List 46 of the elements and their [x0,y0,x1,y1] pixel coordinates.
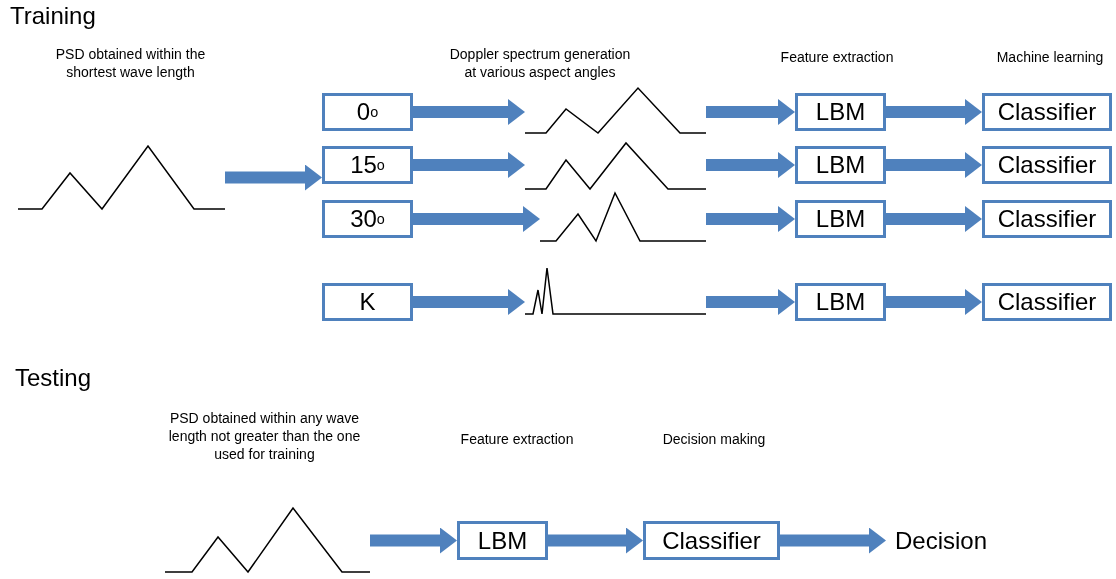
process-box: Classifier [982,200,1112,238]
arrow [370,527,457,554]
process-box: 15$^{o}$ [322,146,413,184]
spectrum-curve [525,268,706,314]
arrow [706,152,795,178]
arrow [548,527,643,554]
column-heading: Feature extraction [459,430,575,448]
arrow [706,206,795,232]
arrow [886,152,982,178]
column-heading: Feature extraction [779,48,895,66]
arrow [413,206,540,232]
arrow [706,99,795,125]
arrow [706,289,795,315]
spectrum-curve [525,143,706,189]
column-heading: PSD obtained within the shortest wave length [54,45,207,81]
process-box: LBM [795,200,886,238]
spectrum-curve [540,193,706,241]
arrow [413,289,525,315]
arrow [413,152,525,178]
arrow [886,99,982,125]
spectrum-curve [18,146,225,209]
arrow [413,99,525,125]
process-box: LBM [795,93,886,131]
section-title: Training [10,2,96,30]
arrow [225,164,322,191]
process-box: Classifier [982,283,1112,321]
process-box: Classifier [982,146,1112,184]
column-heading: PSD obtained within any wave length not greater than the one used for training [167,409,362,463]
arrow [886,206,982,232]
spectrum-curve [165,508,370,572]
process-box: LBM [795,283,886,321]
process-box: LBM [795,146,886,184]
arrow [886,289,982,315]
process-box: 0$^{o}$ [322,93,413,131]
column-heading: Doppler spectrum generation at various aspect angles [448,45,632,81]
process-box: K [322,283,413,321]
column-heading: Machine learning [995,48,1105,66]
column-heading: Decision making [661,430,767,448]
section-title: Testing [15,364,92,392]
process-box: Classifier [982,93,1112,131]
spectrum-curve [525,88,706,133]
process-box: 30$^{o}$ [322,200,413,238]
process-box: Classifier [643,521,780,560]
arrow [780,527,886,554]
output-text: Decision [886,521,996,560]
process-box: LBM [457,521,548,560]
